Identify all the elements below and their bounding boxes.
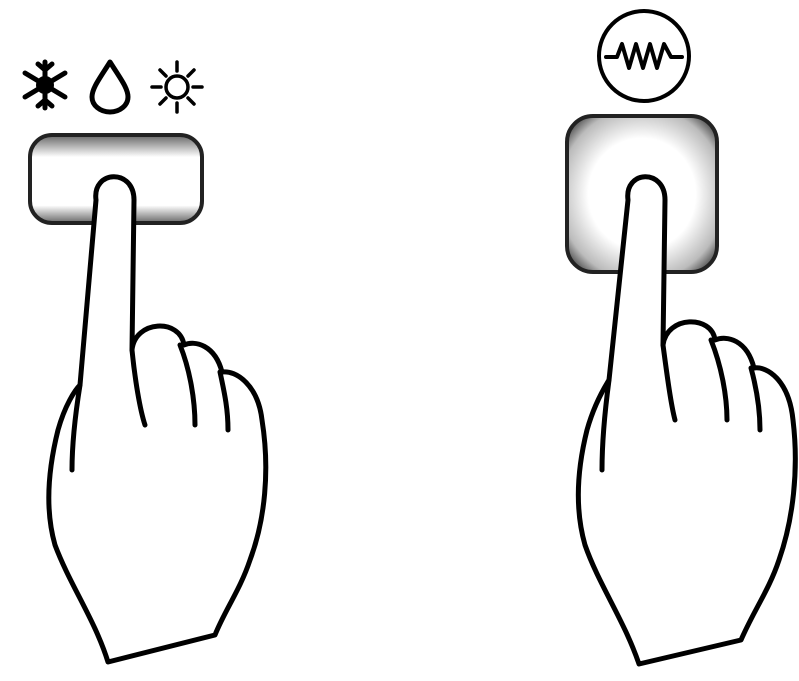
snowflake-icon [25,62,65,108]
sun-icon [152,62,202,112]
mode-control-illustration [0,0,320,681]
heater-coil-icon [599,11,689,101]
water-drop-icon [92,62,128,112]
mode-control-panel [0,0,320,681]
pressing-hand [49,177,266,662]
heater-control-illustration [479,0,799,681]
heater-control-panel [479,0,799,681]
